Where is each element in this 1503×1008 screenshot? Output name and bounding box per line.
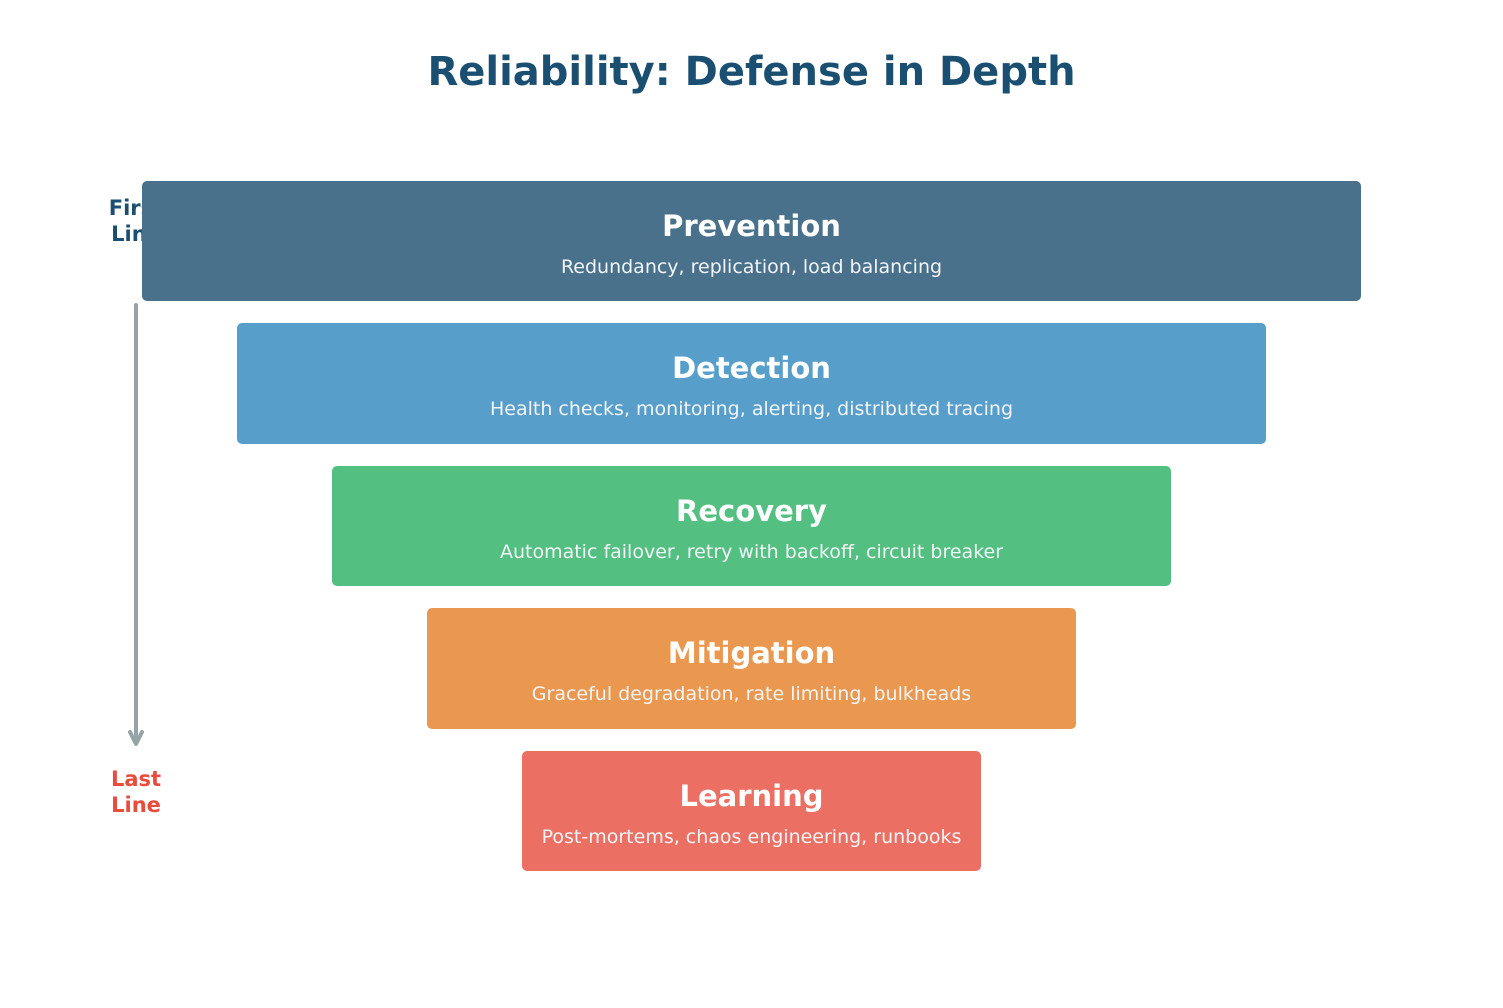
last-line-label: Last Line xyxy=(110,767,162,817)
layer-title: Prevention xyxy=(662,209,841,243)
layer-recovery: Recovery Automatic failover, retry with … xyxy=(332,466,1171,586)
layer-description: Graceful degradation, rate limiting, bul… xyxy=(531,683,972,705)
layer-mitigation: Mitigation Graceful degradation, rate li… xyxy=(427,608,1076,729)
layer-title: Recovery xyxy=(676,494,827,528)
layer-title: Detection xyxy=(672,351,831,385)
down-arrow-icon xyxy=(128,303,144,746)
layer-detection: Detection Health checks, monitoring, ale… xyxy=(237,323,1266,444)
layer-description: Redundancy, replication, load balancing xyxy=(560,256,943,278)
layer-prevention: Prevention Redundancy, replication, load… xyxy=(142,181,1361,301)
layer-description: Health checks, monitoring, alerting, dis… xyxy=(489,398,1014,420)
layer-description: Post-mortems, chaos engineering, runbook… xyxy=(541,826,962,848)
diagram-title: Reliability: Defense in Depth xyxy=(427,49,1076,95)
layer-title: Learning xyxy=(679,779,824,813)
layer-title: Mitigation xyxy=(667,636,836,670)
arrow-head xyxy=(128,730,144,746)
layer-learning: Learning Post-mortems, chaos engineering… xyxy=(522,751,981,871)
layer-description: Automatic failover, retry with backoff, … xyxy=(499,541,1004,563)
